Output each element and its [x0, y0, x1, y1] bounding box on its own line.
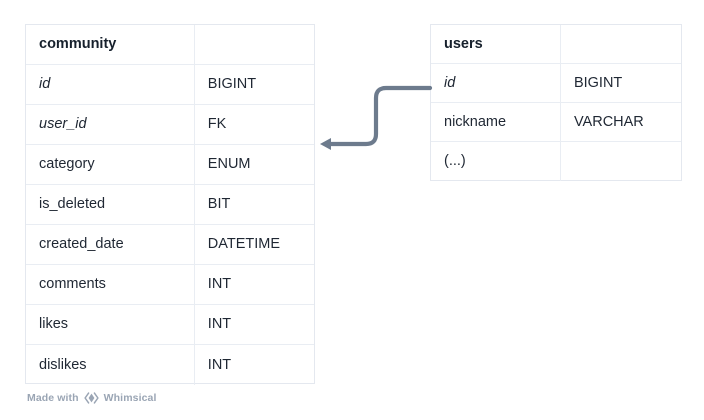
column-name: (...) [431, 142, 561, 181]
column-name: category [26, 145, 195, 184]
table-row[interactable]: user_id FK [26, 105, 314, 145]
whimsical-diamond-icon [84, 392, 99, 404]
column-type: INT [207, 276, 232, 293]
watermark-brand-label: Whimsical [103, 392, 157, 404]
column-name: user_id [26, 105, 195, 144]
table-row[interactable]: category ENUM [26, 145, 314, 185]
entity-header-type-cell [561, 25, 681, 63]
table-row[interactable]: nickname VARCHAR [431, 103, 681, 142]
column-name: is_deleted [26, 185, 195, 224]
column-type: INT [207, 356, 232, 373]
table-row[interactable]: created_date DATETIME [26, 225, 314, 265]
table-row[interactable]: id BIGINT [26, 65, 314, 105]
column-type: DATETIME [207, 236, 281, 253]
connector-line [325, 85, 433, 147]
table-row[interactable]: is_deleted BIT [26, 185, 314, 225]
connector-arrowhead-icon [320, 138, 331, 150]
table-row[interactable]: id BIGINT [431, 64, 681, 103]
table-row[interactable]: dislikes INT [26, 345, 314, 385]
column-type [561, 142, 681, 181]
entity-title: community [26, 25, 195, 64]
column-type: ENUM [207, 156, 251, 173]
column-name: dislikes [26, 345, 195, 385]
column-name: id [431, 64, 561, 102]
column-type: FK [207, 116, 227, 133]
column-type: VARCHAR [573, 113, 644, 130]
entity-header-type-cell [195, 25, 314, 64]
column-type: BIGINT [207, 76, 257, 93]
column-name: id [26, 65, 195, 104]
column-name: likes [26, 305, 195, 344]
table-row[interactable]: comments INT [26, 265, 314, 305]
table-row[interactable]: likes INT [26, 305, 314, 345]
column-name: nickname [431, 103, 561, 141]
entity-header-row[interactable]: users [431, 25, 681, 64]
relationship-connector-users-to-community[interactable] [318, 70, 438, 162]
entity-table-community[interactable]: community id BIGINT user_id FK category … [25, 24, 315, 385]
watermark-prefix-label: Made with [27, 392, 79, 404]
column-type: BIT [207, 196, 231, 213]
whimsical-watermark: Made with Whimsical [27, 392, 157, 404]
column-type: INT [207, 316, 232, 333]
column-name: created_date [26, 225, 195, 264]
entity-title: users [431, 25, 561, 63]
entity-header-row[interactable]: community [26, 25, 314, 65]
column-type: BIGINT [573, 74, 623, 91]
column-name: comments [26, 265, 195, 304]
table-row[interactable]: (...) [431, 142, 681, 181]
entity-table-users[interactable]: users id BIGINT nickname VARCHAR (...) [430, 24, 682, 181]
